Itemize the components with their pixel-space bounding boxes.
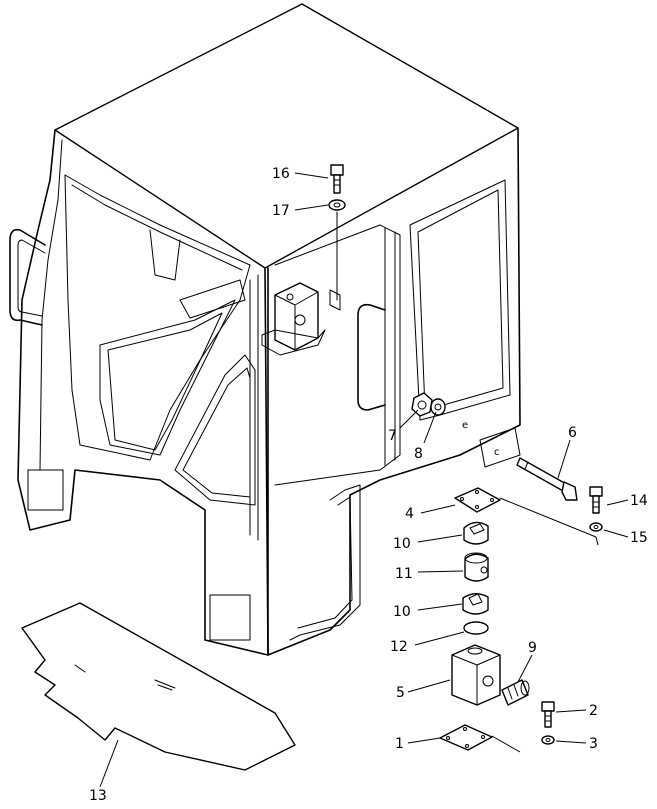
callout-2: 2 (589, 703, 598, 719)
callout-1: 1 (395, 736, 404, 752)
callout-10-lower: 10 (393, 604, 411, 620)
plate-1 (439, 724, 521, 753)
plate-4 (454, 487, 599, 546)
cushion-10-lower (462, 593, 489, 615)
washer-8 (430, 398, 446, 416)
callout-13: 14 (630, 493, 648, 509)
callout-labels: 16 17 7 8 6 14 15 4 10 11 10 12 5 9 2 3 … (89, 166, 648, 804)
floor-mat-15 (21, 602, 296, 771)
bolt-16 (330, 164, 344, 194)
fitting-9 (501, 679, 530, 706)
callout-15: 13 (89, 788, 107, 804)
callout-3: 3 (589, 736, 598, 752)
washer-14 (589, 522, 603, 532)
housing-5 (451, 644, 501, 706)
svg-text:c: c (494, 447, 500, 458)
callout-7: 7 (388, 428, 397, 444)
callout-14: 15 (630, 530, 648, 546)
callout-6: 6 (568, 425, 577, 441)
nut-7 (411, 392, 433, 417)
callout-9: 9 (528, 640, 537, 656)
callout-17: 17 (272, 203, 290, 219)
callout-8: 8 (414, 446, 423, 462)
callout-5: 5 (396, 685, 405, 701)
cushion-10-upper (463, 521, 489, 545)
bolt-2 (541, 701, 555, 728)
leader-lines (99, 172, 629, 788)
callout-16: 16 (272, 166, 290, 182)
collar-11 (464, 552, 489, 582)
washer-3 (541, 735, 555, 745)
svg-text:e: e (462, 420, 468, 431)
callout-12: 12 (390, 639, 408, 655)
bolt-13 (589, 486, 603, 514)
bolt-6 (516, 457, 578, 501)
washer-17 (328, 199, 346, 301)
callout-11: 11 (395, 566, 413, 582)
operator-cab: c e (9, 3, 521, 656)
callout-10-upper: 10 (393, 536, 411, 552)
callout-4: 4 (405, 506, 414, 522)
disc-12 (463, 621, 489, 635)
